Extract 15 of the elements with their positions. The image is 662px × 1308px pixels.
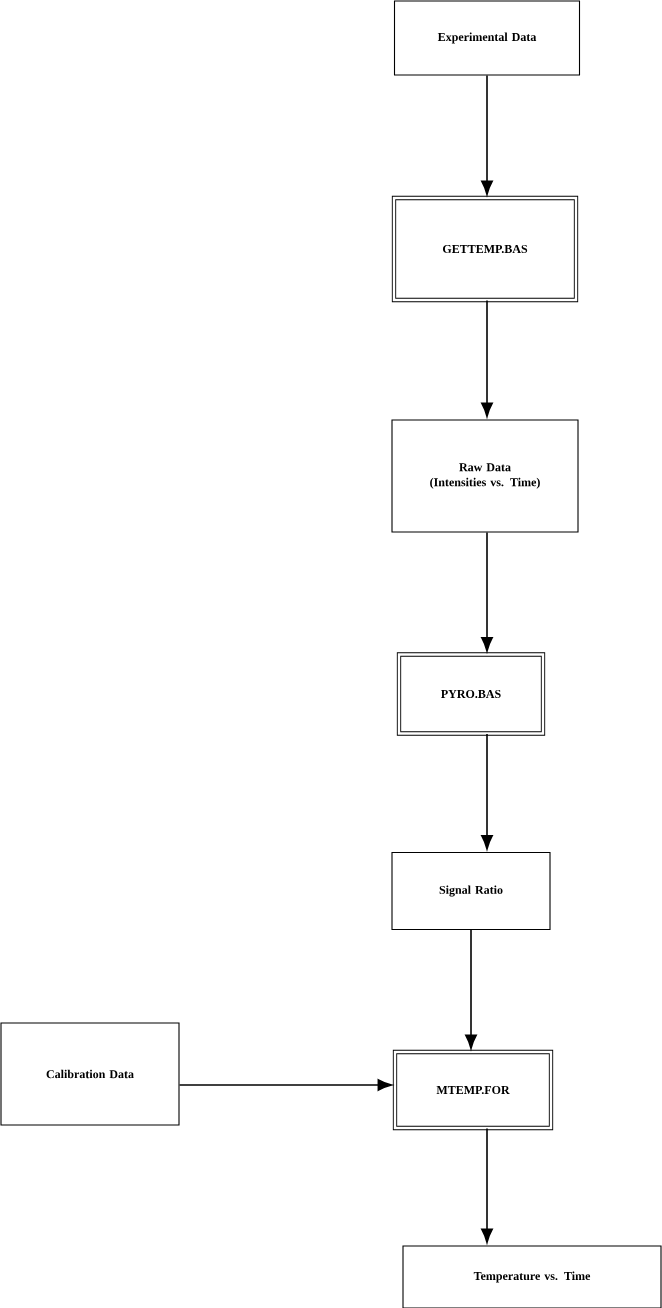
data-box: Calibration Data	[0, 1022, 180, 1126]
program-box: PYRO.BAS	[396, 652, 546, 736]
arrow	[481, 299, 493, 418]
program-box: MTEMP.FOR	[392, 1049, 554, 1131]
data-box: Experimental Data	[393, 0, 581, 76]
arrow	[481, 1127, 493, 1243]
arrow	[178, 1079, 393, 1091]
data-box: Signal Ratio	[391, 851, 551, 931]
arrow	[481, 733, 493, 850]
program-box: GETTEMP.BAS	[391, 195, 579, 303]
arrow	[465, 929, 477, 1050]
arrow	[481, 74, 493, 196]
data-box: Temperature vs. Time	[402, 1245, 662, 1308]
arrow	[481, 531, 493, 652]
data-box: Raw Data (Intensities vs. Time)	[391, 419, 579, 533]
